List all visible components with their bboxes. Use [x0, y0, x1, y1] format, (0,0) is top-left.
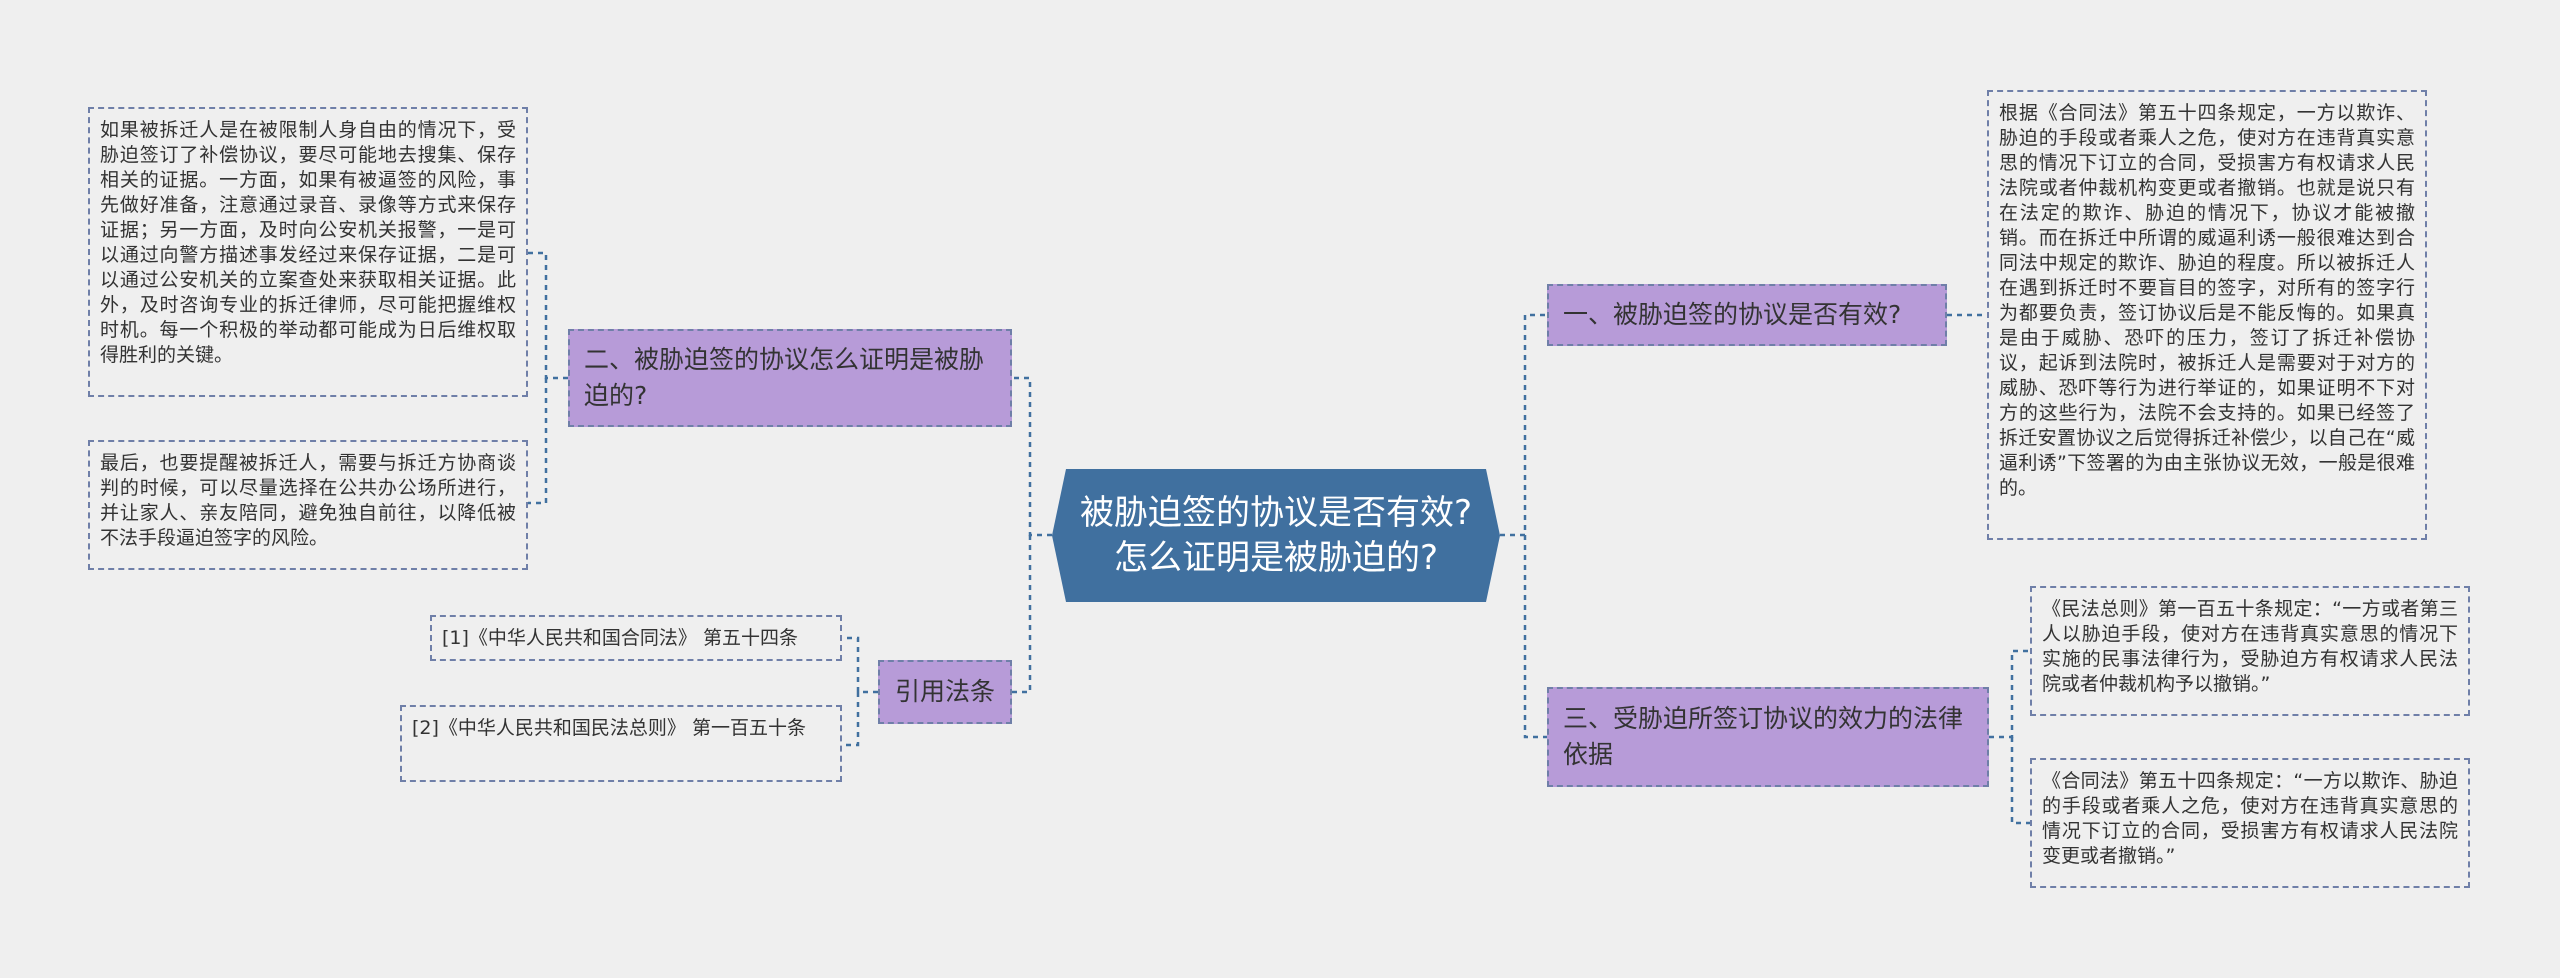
leaf-ref-civil-code[interactable]: [2]《中华人民共和国民法总则》 第一百五十条 [400, 705, 842, 782]
connector-central-b4 [1012, 535, 1032, 694]
connector-b2-text1 [528, 251, 568, 380]
leaf-ref-contract-law[interactable]: [1]《中华人民共和国合同法》 第五十四条 [430, 615, 842, 661]
leaf-validity-text: 根据《合同法》第五十四条规定，一方以欺诈、胁迫的手段或者乘人之危，使对方在违背真… [1987, 90, 2427, 540]
branch-validity[interactable]: 一、被胁迫签的协议是否有效? [1547, 284, 1947, 346]
branch-validity-label: 一、被胁迫签的协议是否有效? [1563, 300, 1902, 329]
central-topic[interactable]: 被胁迫签的协议是否有效? 怎么证明是被胁迫的? [1052, 469, 1500, 602]
connector-b2-text2 [528, 378, 548, 505]
central-title-line1: 被胁迫签的协议是否有效? [1079, 493, 1473, 534]
branch-cited-laws-label: 引用法条 [894, 677, 995, 706]
branch-proof[interactable]: 二、被胁迫签的协议怎么证明是被胁迫的? [568, 329, 1012, 427]
connector-b3-text1 [1989, 649, 2030, 739]
connector-b4-ref1 [842, 636, 878, 694]
connector-b3-text2 [2010, 737, 2030, 825]
leaf-civil-code-article: 《民法总则》第一百五十条规定：“一方或者第三人以胁迫手段，使对方在违背真实意思的… [2030, 586, 2470, 716]
leaf-proof-text-2: 最后，也要提醒被拆迁人，需要与拆迁方协商谈判的时候，可以尽量选择在公共办公场所进… [88, 440, 528, 570]
branch-proof-label: 二、被胁迫签的协议怎么证明是被胁迫的? [584, 345, 985, 410]
branch-legal-basis-label: 三、受胁迫所签订协议的效力的法律依据 [1563, 704, 1964, 769]
branch-legal-basis[interactable]: 三、受胁迫所签订协议的效力的法律依据 [1547, 687, 1989, 787]
leaf-contract-law-article: 《合同法》第五十四条规定：“一方以欺诈、胁迫的手段或者乘人之危，使对方在违背真实… [2030, 758, 2470, 888]
connector-central-b1 [1500, 313, 1547, 537]
leaf-proof-text-1: 如果被拆迁人是在被限制人身自由的情况下，受胁迫签订了补偿协议，要尽可能地去搜集、… [88, 107, 528, 397]
connector-central-b2 [1012, 376, 1052, 537]
central-title-line2: 怎么证明是被胁迫的? [1113, 537, 1439, 578]
connector-central-b3 [1523, 535, 1547, 739]
connector-b4-ref2 [842, 692, 860, 747]
branch-cited-laws[interactable]: 引用法条 [878, 660, 1012, 724]
